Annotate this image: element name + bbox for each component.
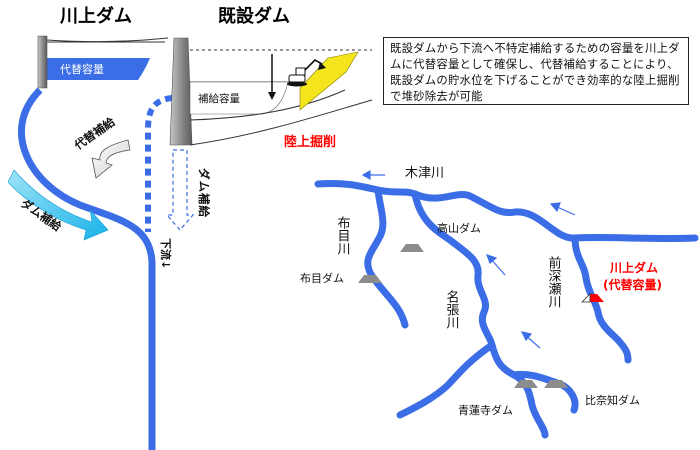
kawakami-dam-map-outline bbox=[581, 293, 591, 303]
svg-text:前深瀬川: 前深瀬川 bbox=[546, 255, 562, 308]
downstream-label: 下流↓ bbox=[159, 238, 173, 269]
takayama-dam-icon bbox=[400, 244, 424, 252]
existing-dam-title: 既設ダム bbox=[218, 5, 290, 27]
hinachi-dam-icon bbox=[544, 380, 568, 388]
supply-capacity-label: 補給容量 bbox=[198, 92, 240, 105]
kizu-river bbox=[314, 180, 699, 243]
flow-arrows bbox=[361, 169, 576, 349]
excavator-icon bbox=[287, 59, 326, 87]
alternative-supply-arrow bbox=[91, 139, 131, 179]
existing-reservoir-bottom bbox=[189, 99, 373, 146]
land-excavation-label: 陸上掘削 bbox=[284, 134, 336, 150]
alternative-capacity-block bbox=[47, 58, 150, 80]
nunome-dam-label: 布目ダム bbox=[300, 271, 344, 285]
kawakami-dam-map-sublabel: (代替容量) bbox=[603, 277, 662, 292]
shorenji-river bbox=[396, 341, 496, 419]
sediment-area bbox=[299, 51, 359, 111]
main-river-left bbox=[18, 87, 156, 450]
existing-dam-body bbox=[169, 37, 193, 146]
svg-text:布目川: 布目川 bbox=[335, 216, 351, 255]
kawakami-dam-body bbox=[37, 35, 48, 89]
hinachi-dam-label: 比奈知ダム bbox=[585, 393, 640, 407]
kizu-river-label: 木津川 bbox=[405, 166, 444, 181]
explanation-note: 既設ダムから下流へ不特定補給するための容量を川上ダムに代替容量として確保し、代替… bbox=[383, 37, 689, 105]
river-network bbox=[314, 180, 699, 439]
dam-supply-arrow bbox=[7, 169, 109, 241]
existing-dam-outflow-dashed bbox=[145, 95, 173, 232]
kawakami-dam-map-label: 川上ダム bbox=[609, 260, 658, 275]
nunome-river bbox=[364, 186, 409, 329]
nabari-river bbox=[411, 190, 549, 439]
kawakami-dam-map-icon bbox=[590, 294, 604, 302]
alternative-capacity-label: 代替容量 bbox=[60, 62, 104, 76]
existing-reservoir-bed bbox=[189, 89, 346, 121]
svg-text:名張川: 名張川 bbox=[444, 289, 460, 329]
kawakami-reservoir-bank bbox=[46, 37, 169, 43]
shorenji-dam-icon bbox=[514, 380, 538, 388]
water-lowering-arrowhead bbox=[268, 92, 276, 100]
nunome-dam-icon bbox=[358, 275, 382, 283]
kawakami-dam-title: 川上ダム bbox=[59, 5, 132, 27]
maefukase-river bbox=[571, 234, 632, 364]
dam-supply-center-label: ダム補給 bbox=[197, 168, 211, 218]
center-dam-supply-arrow bbox=[165, 149, 195, 231]
nabari-river-label: 名張川 bbox=[444, 289, 460, 329]
shorenji-dam-label: 青蓮寺ダム bbox=[458, 403, 513, 417]
nunome-river-label: 布目川 bbox=[335, 216, 351, 255]
maefukase-river-label: 前深瀬川 bbox=[546, 255, 562, 308]
takayama-dam-label: 高山ダム bbox=[437, 221, 481, 235]
